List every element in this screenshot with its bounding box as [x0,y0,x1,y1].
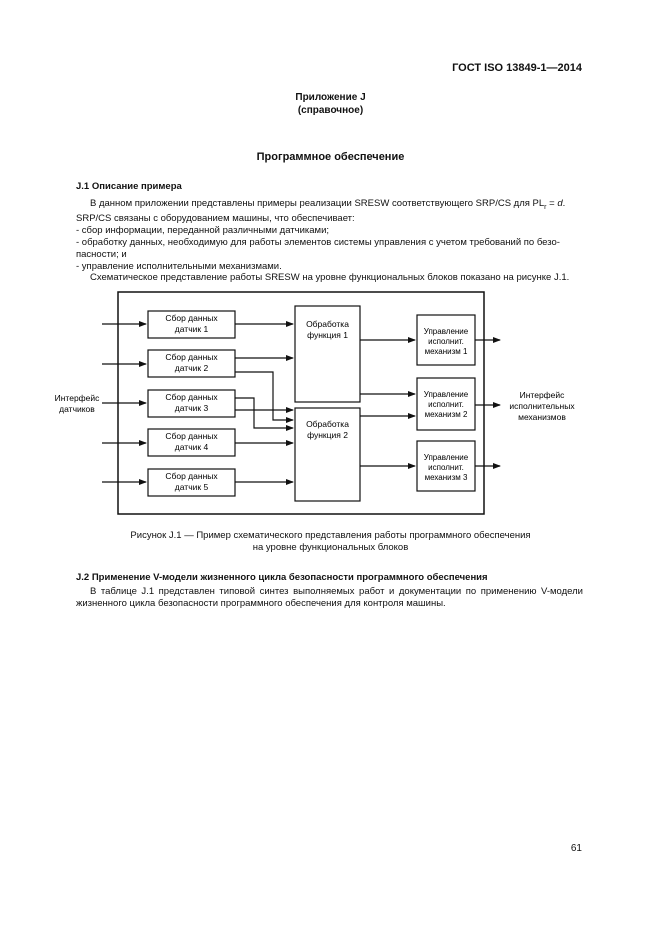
svg-text:исполнит.: исполнит. [428,463,464,472]
figure-caption: Рисунок J.1 — Пример схематического пред… [130,530,531,553]
sensor-to-processing-connectors [235,321,294,485]
processing-block-2: Обработка функция 2 [294,407,361,502]
svg-text:Управление: Управление [424,390,469,399]
page-number: 61 [570,843,582,854]
j2-heading: J.2 Применение V-модели жизненного цикла… [76,572,488,583]
svg-text:датчик 5: датчик 5 [175,482,209,492]
svg-text:функция 2: функция 2 [307,430,348,440]
sensor-block-3: Сбор данных датчик 3 [147,389,236,418]
j1-closing: Схематическое представление работы SRESW… [90,272,570,284]
svg-text:Интерфейс: Интерфейс [55,393,101,403]
j1-bullet-3: - управление исполнительными механизмами… [76,260,282,272]
svg-text:Сбор данных: Сбор данных [165,431,218,441]
sensor-block-1: Сбор данных датчик 1 [147,310,236,339]
svg-text:Сбор данных: Сбор данных [165,392,218,402]
svg-text:датчик 2: датчик 2 [175,363,209,373]
svg-text:Сбор данных: Сбор данных [165,313,218,323]
actuator-interface-label: Интерфейс исполнительных механизмов [509,390,575,422]
sensor-block-5: Сбор данных датчик 5 [147,468,236,497]
annex-title: Приложение J [295,92,366,103]
svg-text:Сбор данных: Сбор данных [165,352,218,362]
svg-text:механизмов: механизмов [518,412,566,422]
svg-text:исполнит.: исполнит. [428,337,464,346]
processing-to-actuator-connectors [360,337,416,469]
actuator-block-3: Управление исполнит. механизм 3 [416,440,476,492]
annex-subtitle: (справочное) [297,105,364,116]
input-connectors [102,321,147,485]
svg-text:функция 1: функция 1 [307,330,348,340]
actuator-block-2: Управление исполнит. механизм 2 [416,377,476,431]
svg-text:датчик 4: датчик 4 [175,442,209,452]
j1-heading: J.1 Описание примера [76,181,182,192]
j1-bullet-2a: - обработку данных, необходимую для рабо… [76,237,560,249]
j1-intro: В данном приложении представлены примеры… [90,197,566,211]
svg-text:механизм 1: механизм 1 [425,347,468,356]
svg-text:Интерфейс: Интерфейс [520,390,566,400]
j2-text: В таблице J.1 представлен типовой синтез… [76,585,583,609]
section-title: Программное обеспечение [256,151,405,163]
svg-text:Сбор данных: Сбор данных [165,471,218,481]
svg-text:датчик 3: датчик 3 [175,403,209,413]
svg-text:механизм 3: механизм 3 [425,473,468,482]
svg-text:исполнительных: исполнительных [509,401,575,411]
sensor-block-4: Сбор данных датчик 4 [147,428,236,457]
svg-text:датчиков: датчиков [59,404,95,414]
svg-text:Обработка: Обработка [306,419,349,429]
section-j2: J.2 Применение V-модели жизненного цикла… [76,572,583,609]
svg-text:датчик 1: датчик 1 [175,324,209,334]
processing-block-1: Обработка функция 1 [294,305,361,403]
j1-bullet-2b: пасности; и [76,248,127,260]
j1-line2: SRP/CS связаны с оборудованием машины, ч… [76,213,355,225]
svg-text:Управление: Управление [424,453,469,462]
sensor-interface-label: Интерфейс датчиков [55,393,101,414]
actuator-block-1: Управление исполнит. механизм 1 [416,314,476,366]
j1-bullet-1: - сбор информации, переданной различными… [76,225,330,237]
svg-text:Управление: Управление [424,327,469,336]
svg-text:исполнит.: исполнит. [428,400,464,409]
sensor-block-2: Сбор данных датчик 2 [147,349,236,378]
output-connectors [475,337,501,469]
svg-text:Обработка: Обработка [306,319,349,329]
section-j1: J.1 Описание примера В данном приложении… [76,181,583,284]
svg-text:механизм 2: механизм 2 [425,410,468,419]
document-header: ГОСТ ISO 13849-1—2014 [452,62,582,74]
